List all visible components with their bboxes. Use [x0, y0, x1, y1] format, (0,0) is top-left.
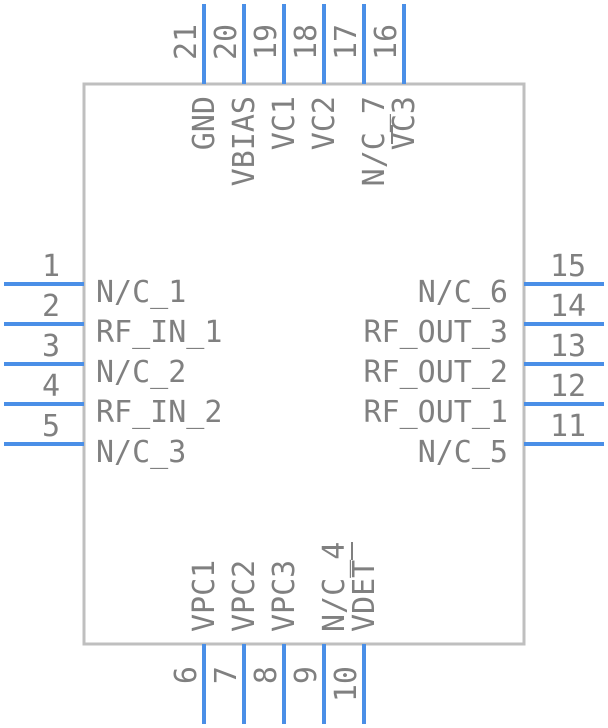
pin-name: RF_OUT_1	[364, 395, 509, 430]
pin-name: VPC3	[267, 560, 302, 632]
pin-number: 3	[42, 329, 60, 364]
pin-number: 21	[169, 24, 204, 60]
pin-11: 11 N/C_5	[418, 409, 604, 470]
pin-name: N/C_6	[418, 275, 508, 310]
pin-number: 5	[42, 409, 60, 444]
pin-number: 10	[329, 666, 364, 702]
pin-8: 8 VPC3	[249, 560, 302, 724]
pin-name: VBIAS	[227, 96, 262, 186]
pin-name: VC2	[307, 96, 342, 150]
pin-18: 18 VC2	[289, 4, 342, 150]
pin-name: RF_IN_1	[96, 315, 222, 350]
top-pins: 21 GND 20 VBIAS 19 VC1 18 VC2 17 N/C_7 1…	[169, 4, 422, 186]
pin-name: VPC2	[227, 560, 262, 632]
pin-number: 18	[289, 24, 324, 60]
pin-2: 2 RF_IN_1	[4, 289, 222, 350]
pin-15: 15 N/C_6	[418, 249, 604, 310]
pin-6: 6 VPC1	[169, 560, 222, 724]
pin-number: 4	[42, 369, 60, 404]
pin-10: 10 VDET	[329, 560, 382, 724]
pin-number: 9	[289, 666, 324, 684]
pin-name: VPC1	[187, 560, 222, 632]
pin-number: 14	[550, 289, 586, 324]
pin-19: 19 VC1	[249, 4, 302, 150]
pin-number: 8	[249, 666, 284, 684]
pin-21: 21 GND	[169, 4, 222, 150]
pin-name: N/C_1	[96, 275, 186, 310]
pin-4: 4 RF_IN_2	[4, 369, 222, 430]
pin-9: 9 N/C_4	[289, 542, 352, 724]
pin-number: 17	[329, 24, 364, 60]
pin-number: 12	[550, 369, 586, 404]
pin-name: VDET	[347, 560, 382, 632]
pin-20: 20 VBIAS	[209, 4, 262, 186]
pin-1: 1 N/C_1	[4, 249, 186, 310]
pin-name: RF_OUT_2	[364, 355, 509, 390]
pin-7: 7 VPC2	[209, 560, 262, 724]
pin-name: RF_OUT_3	[364, 315, 509, 350]
pin-number: 7	[209, 666, 244, 684]
pin-number: 6	[169, 666, 204, 684]
pin-12: 12 RF_OUT_1	[364, 369, 604, 430]
pin-name: RF_IN_2	[96, 395, 222, 430]
pin-number: 20	[209, 24, 244, 60]
right-pins: 15 N/C_6 14 RF_OUT_3 13 RF_OUT_2 12 RF_O…	[364, 249, 604, 470]
pin-name: N/C_4	[317, 542, 352, 632]
pin-name: VC1	[267, 96, 302, 150]
bottom-pins: 6 VPC1 7 VPC2 8 VPC3 9 N/C_4 10 VDET	[169, 542, 382, 724]
pin-number: 2	[42, 289, 60, 324]
pin-name: N/C_2	[96, 355, 186, 390]
pin-16: 16 VC3	[369, 4, 422, 150]
pin-17: 17 N/C_7	[329, 4, 392, 186]
pin-14: 14 RF_OUT_3	[364, 289, 604, 350]
pin-number: 11	[550, 409, 586, 444]
pin-name: N/C_3	[96, 435, 186, 470]
pin-number: 13	[550, 329, 586, 364]
pin-name: GND	[187, 96, 222, 150]
pin-5: 5 N/C_3	[4, 409, 186, 470]
pin-name: N/C_7	[357, 96, 392, 186]
pin-number: 1	[42, 249, 60, 284]
pin-13: 13 RF_OUT_2	[364, 329, 604, 390]
left-pins: 1 N/C_1 2 RF_IN_1 3 N/C_2 4 RF_IN_2 5 N/…	[4, 249, 222, 470]
pin-3: 3 N/C_2	[4, 329, 186, 390]
pin-number: 19	[249, 24, 284, 60]
pin-number: 15	[550, 249, 586, 284]
pin-name: N/C_5	[418, 435, 508, 470]
pin-number: 16	[369, 24, 404, 60]
